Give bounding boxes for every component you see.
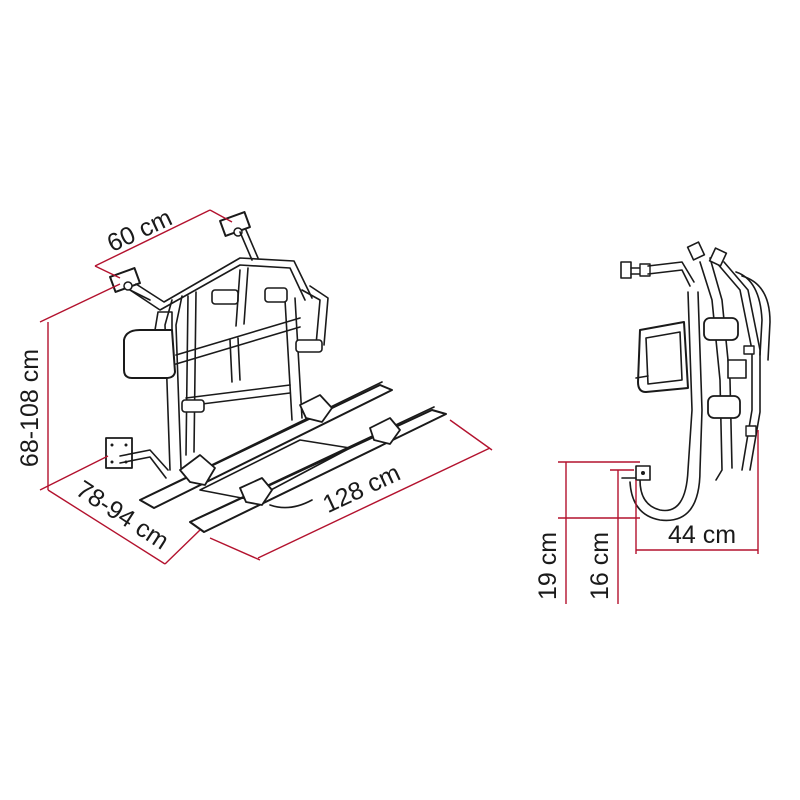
bumper-pad [123,311,176,379]
top-frame-tube [129,229,313,311]
side-main-tube [629,291,703,522]
height-label: 68-108 cm [16,349,44,467]
wheel-clamp-arms [181,267,323,413]
side-bumper-pad [635,321,689,393]
wheel-holder-right [299,394,401,445]
wheel-holder-left [179,454,273,506]
side-top-cross-knobs [686,241,728,267]
clearance-19-label: 19 cm [534,532,562,600]
rail-platform [199,439,351,509]
side-view-drawing [620,241,771,522]
side-top-knob [620,261,651,279]
width-top-label: 60 cm [103,204,177,258]
dimension-width-top: 60 cm [94,204,233,279]
side-depth-label: 44 cm [668,521,736,549]
top-right-bracket [219,211,251,237]
dimension-side-depth: 44 cm [635,430,759,554]
right-vertical-tube [284,285,329,421]
dimension-clearance-16: 16 cm [586,469,634,604]
left-vertical-tube [164,291,197,471]
front-view-drawing [105,211,447,533]
dimension-height: 68-108 cm [16,283,121,491]
top-left-bracket [109,267,141,293]
depth-arm-label: 78-94 cm [71,475,174,555]
dimension-clearance-19: 19 cm [534,461,640,604]
side-clamps [703,317,757,437]
side-bottom-bracket [621,465,651,481]
bottom-left-bracket [105,437,169,479]
clearance-16-label: 16 cm [586,532,614,600]
